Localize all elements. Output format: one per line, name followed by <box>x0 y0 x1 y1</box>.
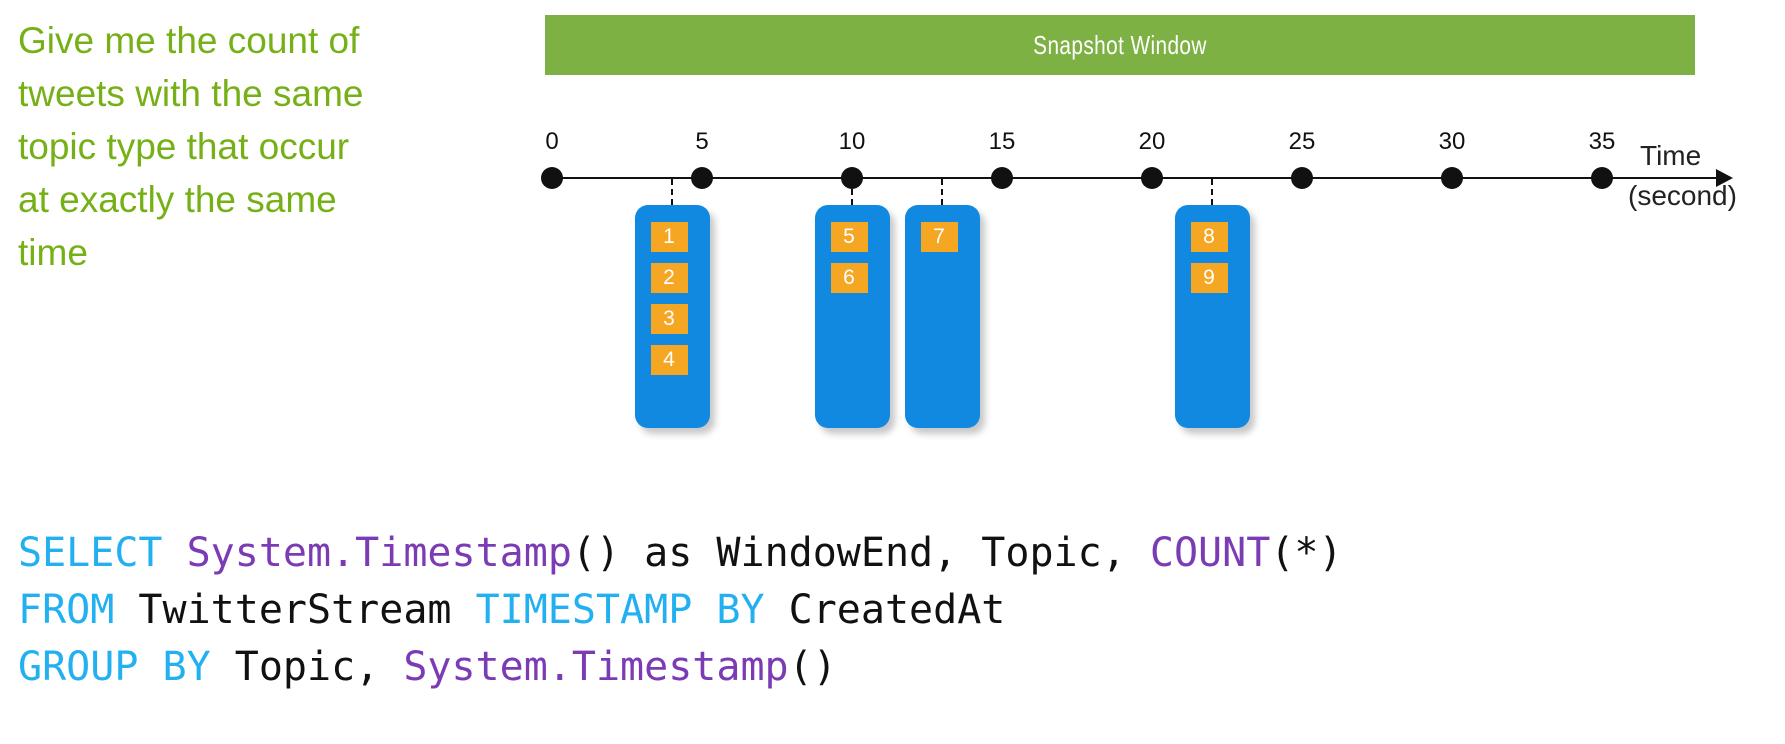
time-tick-dot-10 <box>841 167 863 189</box>
question-caption: Give me the count of tweets with the same… <box>18 14 488 279</box>
snapshot-window-bar: Snapshot Window <box>545 15 1695 75</box>
sql-token: TIMESTAMP BY <box>475 587 765 633</box>
sql-token: () as WindowEnd, Topic, <box>571 530 1150 576</box>
event-drop-line-2 <box>851 179 853 205</box>
sql-token: FROM <box>18 587 115 633</box>
sql-token: SELECT <box>18 530 163 576</box>
time-tick-dot-25 <box>1291 167 1313 189</box>
question-caption-line-3: topic type that occur <box>18 126 350 167</box>
event-tile-7[interactable]: 7 <box>920 222 958 252</box>
time-tick-dot-0 <box>541 167 563 189</box>
sql-token: COUNT <box>1149 530 1271 576</box>
time-tick-dot-20 <box>1141 167 1163 189</box>
time-tick-label-25: 25 <box>1288 128 1316 155</box>
event-tile-4[interactable]: 4 <box>650 345 688 375</box>
time-tick-dot-35 <box>1591 167 1613 189</box>
sql-token: System.Timestamp <box>186 530 572 576</box>
sql-line-3: GROUP BY Topic, System.Timestamp() <box>18 639 1343 696</box>
event-tile-6[interactable]: 6 <box>830 263 868 293</box>
sql-token: (*) <box>1270 530 1343 576</box>
time-tick-label-30: 30 <box>1438 128 1466 155</box>
event-tile-5[interactable]: 5 <box>830 222 868 252</box>
time-tick-label-5: 5 <box>695 128 709 155</box>
event-tile-2[interactable]: 2 <box>650 263 688 293</box>
time-tick-dot-5 <box>691 167 713 189</box>
sql-line-2: FROM TwitterStream TIMESTAMP BY CreatedA… <box>18 582 1343 639</box>
time-tick-label-20: 20 <box>1138 128 1166 155</box>
question-caption-line-1: Give me the count of <box>18 20 360 61</box>
snapshot-window-label: Snapshot Window <box>1033 29 1207 60</box>
time-tick-label-35: 35 <box>1588 128 1616 155</box>
event-tile-8[interactable]: 8 <box>1190 222 1228 252</box>
sql-token: System.Timestamp <box>403 644 789 690</box>
time-tick-label-10: 10 <box>838 128 866 155</box>
question-caption-line-5: time <box>18 232 88 273</box>
event-drop-line-1 <box>671 179 673 205</box>
event-drop-line-4 <box>1211 179 1213 205</box>
sql-token: TwitterStream <box>114 587 476 633</box>
time-tick-dot-30 <box>1441 167 1463 189</box>
sql-token: GROUP BY <box>18 644 211 690</box>
event-drop-line-3 <box>941 179 943 205</box>
event-tile-1[interactable]: 1 <box>650 222 688 252</box>
time-tick-label-0: 0 <box>545 128 559 155</box>
sql-token: Topic, <box>210 644 404 690</box>
sql-query-block: SELECT System.Timestamp() as WindowEnd, … <box>18 525 1343 696</box>
time-tick-label-15: 15 <box>988 128 1016 155</box>
question-caption-line-2: tweets with the same <box>18 73 364 114</box>
time-axis-arrow-icon <box>1716 169 1733 187</box>
event-tile-3[interactable]: 3 <box>650 304 688 334</box>
question-caption-line-4: at exactly the same <box>18 179 337 220</box>
sql-line-1: SELECT System.Timestamp() as WindowEnd, … <box>18 525 1343 582</box>
time-axis-line <box>545 177 1720 179</box>
time-tick-dot-15 <box>991 167 1013 189</box>
time-axis-unit: (second) <box>1628 180 1737 211</box>
time-axis-title: Time <box>1640 140 1702 171</box>
sql-token: CreatedAt <box>764 587 1006 633</box>
event-box-1[interactable]: 1 2 3 4 <box>634 205 710 428</box>
sql-token: () <box>788 644 837 690</box>
event-tile-9[interactable]: 9 <box>1190 263 1228 293</box>
event-box-3[interactable]: 7 <box>904 205 980 428</box>
sql-token <box>163 530 187 576</box>
